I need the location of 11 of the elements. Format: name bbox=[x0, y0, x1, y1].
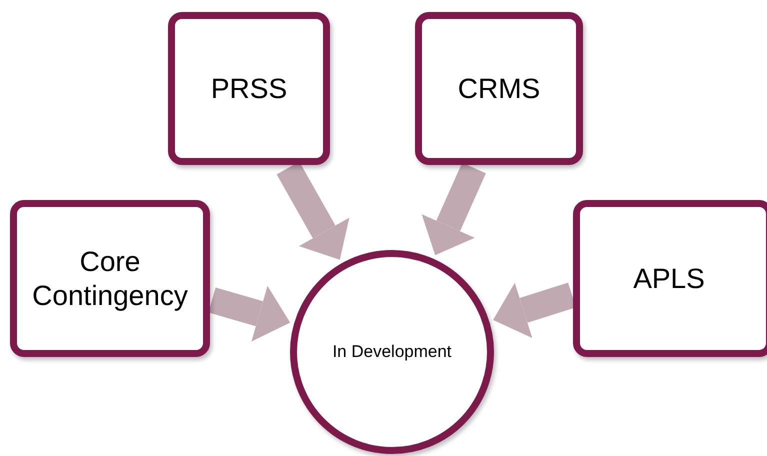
process-box bbox=[168, 12, 330, 165]
node-label: In Development bbox=[332, 342, 452, 362]
block-arrow bbox=[422, 162, 486, 256]
node-label: PRSS bbox=[210, 72, 288, 106]
process-box bbox=[573, 200, 767, 357]
node-label: APLS bbox=[633, 262, 705, 296]
process-box bbox=[10, 200, 210, 357]
node-label: Core Contingency bbox=[31, 244, 189, 312]
block-arrow bbox=[208, 286, 290, 342]
process-box bbox=[415, 12, 583, 165]
node-label: CRMS bbox=[458, 72, 540, 106]
